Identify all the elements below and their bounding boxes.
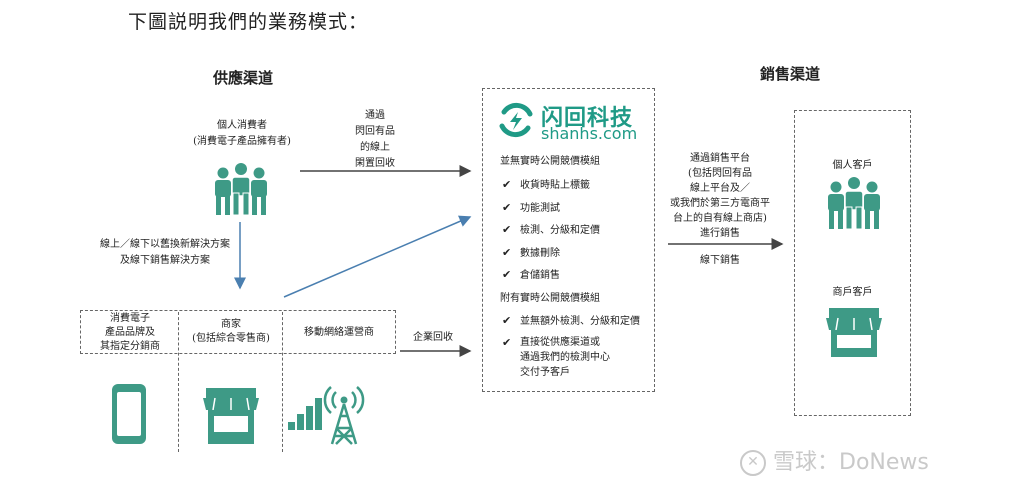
supply-partner-brands: 消費電子 產品品牌及 其指定分銷商 [100, 313, 160, 352]
store-icon [203, 388, 259, 444]
section1-item: ✔收貨時貼上標籤 [502, 178, 590, 191]
intro-text: 下圖説明我們的業務模式： [128, 11, 369, 33]
section2-item: ✔並無額外檢測、分級和定價 [502, 314, 640, 327]
supply-to-platform-arrow [283, 215, 472, 298]
store-icon [826, 308, 882, 357]
logo-url: shanhs.com [541, 124, 638, 143]
enterprise-recycle-label: 企業回收 [413, 332, 453, 343]
check-icon: ✔ [502, 178, 512, 191]
supply-partner-carriers: 移動網絡運營商 [304, 327, 374, 338]
platform-box [482, 88, 655, 392]
section2-title: 附有實時公開競價模組 [500, 293, 600, 304]
section1-item: ✔數據刪除 [502, 246, 560, 259]
sales-platform-label: 通過銷售平台 (包括閃回有品 線上平台及／ 或我們於第三方電商平 台上的自有線上… [670, 153, 770, 239]
offline-sales-label: 線下銷售 [700, 255, 740, 266]
check-icon: ✔ [502, 336, 512, 349]
supply-partner-merchants: 商家 (包括綜合零售商) [192, 319, 270, 344]
check-icon: ✔ [502, 246, 512, 259]
section1-item: ✔功能測試 [502, 201, 560, 214]
check-icon: ✔ [502, 314, 512, 327]
section1-item: ✔倉儲銷售 [502, 268, 560, 281]
supply-partners-box [80, 310, 396, 354]
check-icon: ✔ [502, 201, 512, 214]
logo-name: 闪回科技 [541, 106, 634, 131]
check-icon: ✔ [502, 223, 512, 236]
supply-heading: 供應渠道 [213, 69, 274, 87]
sales-heading: 銷售渠道 [760, 65, 821, 83]
online-recycle-label: 通過 閃回有品 的線上 閑置回收 [355, 110, 395, 169]
customer-merchant-label: 商戶客戶 [832, 287, 873, 298]
supply-divider [282, 312, 283, 452]
customers-box [794, 110, 911, 416]
watermark: ✕ 雪球：DoNews [740, 444, 929, 476]
people-icon [828, 177, 880, 230]
individual-consumer-label: 個人消費者 (消費電子產品擁有者) [193, 120, 291, 147]
logo [496, 100, 536, 144]
section1-item: ✔檢測、分級和定價 [502, 223, 600, 236]
watermark-logo-icon: ✕ [740, 450, 766, 476]
logo-mark-icon [499, 102, 533, 138]
customer-individual-label: 個人客戶 [832, 160, 873, 171]
trade-in-label: 線上／線下以舊換新解決方案 及線下銷售解決方案 [100, 239, 230, 266]
check-icon: ✔ [502, 268, 512, 281]
people-icon [215, 163, 267, 216]
section1-title: 並無實時公開競價模組 [500, 156, 600, 167]
supply-divider [178, 312, 179, 452]
signal-tower-icon [288, 386, 365, 445]
section2-item: ✔ 直接從供應渠道或 通過我們的檢測中心 交付予客戶 [502, 336, 610, 378]
phone-icon [112, 384, 146, 444]
